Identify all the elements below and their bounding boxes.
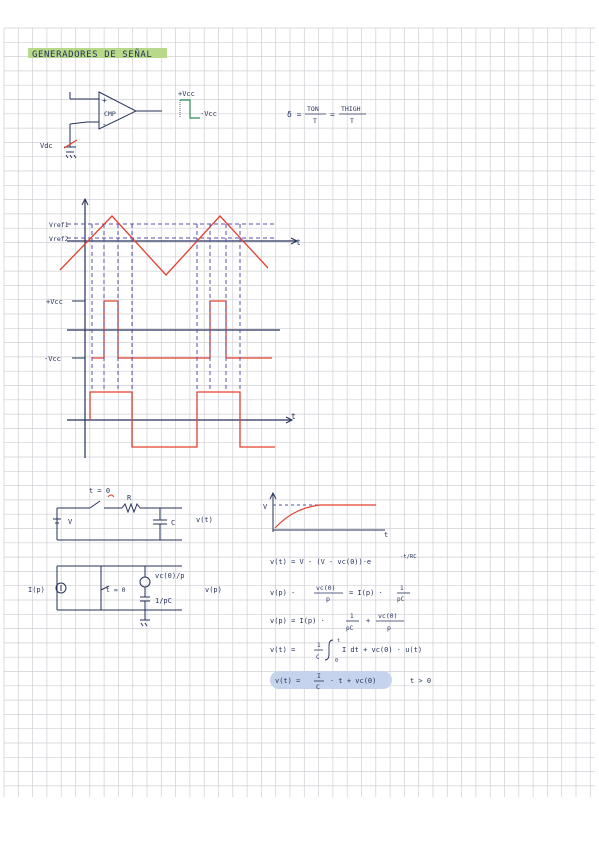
switch-label: t = 0 [89,487,110,495]
svg-text:T: T [313,117,317,125]
svg-text:p: p [326,595,330,603]
result-highlight [270,671,392,689]
svg-text:I dt + vc(0) · u(t): I dt + vc(0) · u(t) [342,646,422,654]
laplace-imp-label: 1/pC [155,597,172,605]
title-block: GENERADORES DE SEÑAL [28,48,167,60]
svg-text:T: T [350,117,354,125]
svg-text:vc(0): vc(0) [378,612,398,620]
laplace-vout-label: v(p) [205,586,222,594]
eq1: v(t) = V - (V - vc(0))·e [270,558,371,566]
t-axis-1-label: t [296,238,301,247]
equations-block: v(t) = V - (V - vc(0))·e -t/RC v(p) - vc… [270,554,431,691]
rc-graph-v-label: V [263,503,268,511]
rc-circuit [53,500,182,541]
c-label: C [171,519,175,527]
switch-arrow [107,494,115,498]
svg-text:pC: pC [397,596,405,603]
svg-text:1: 1 [400,585,404,592]
svg-text:vc(0): vc(0) [316,584,336,592]
laplace-ic-label: vc(0)/p [155,572,185,580]
svg-text:v(p) = I(p) ·: v(p) = I(p) · [270,617,325,625]
svg-text:v(t) =: v(t) = [275,677,300,685]
svg-text:pC: pC [346,625,354,632]
vdc-arrow [63,139,78,149]
rc-graph-t-label: t [384,531,388,539]
svg-text:+: + [366,617,370,625]
svg-text:THIGH: THIGH [341,105,361,113]
page-title: GENERADORES DE SEÑAL [32,49,152,60]
waveform-diagram [59,197,299,458]
vref1-label: Vref1 [49,221,69,229]
laplace-source-label: I(p) [28,586,45,594]
t-axis-3-label: t [291,412,296,421]
svg-text:v(t) =: v(t) = [270,646,295,654]
laplace-circuit [55,565,182,627]
comparator-triangle [98,91,138,130]
svg-text:TON: TON [307,105,319,113]
svg-text:=: = [330,110,335,119]
out-low-label: -Vcc [200,110,217,118]
comp-minus: - [102,120,107,129]
svg-text:C: C [316,683,320,691]
svg-text:1: 1 [350,613,354,620]
svg-text:0: 0 [335,658,338,664]
svg-text:C: C [316,654,320,661]
vdc-label: Vdc [40,142,53,150]
out-high-label: +Vcc [178,90,195,98]
vref2-label: Vref2 [49,235,69,243]
rc-charging-graph [269,491,385,532]
svg-text:· t + vc(0): · t + vc(0) [330,677,376,685]
svg-text:v(p) -: v(p) - [270,589,295,597]
v-out-label: v(t) [196,516,213,524]
svg-text:I: I [317,672,321,680]
output-step [179,99,200,119]
minus-vcc-label: -Vcc [44,355,61,363]
r-label: R [127,494,132,502]
comp-plus: + [102,96,107,105]
comparator-diagram [64,91,162,159]
svg-text:1: 1 [317,642,321,649]
eq1-exp: -t/RC [400,554,417,560]
laplace-switch-label: t = 0 [106,586,126,594]
svg-text:p: p [387,624,391,632]
title-highlight [28,48,167,58]
svg-text:t: t [337,638,340,644]
v-source-label: V [68,518,73,526]
comp-label: CMP [104,110,116,118]
grid-paper [3,27,595,797]
duty-formula: δ = TON T = THIGH T [287,105,366,125]
svg-text:= I(p) ·: = I(p) · [349,589,383,597]
svg-text:δ =: δ = [287,110,302,119]
plus-vcc-label: +Vcc [46,298,63,306]
svg-text:t > 0: t > 0 [410,677,431,685]
